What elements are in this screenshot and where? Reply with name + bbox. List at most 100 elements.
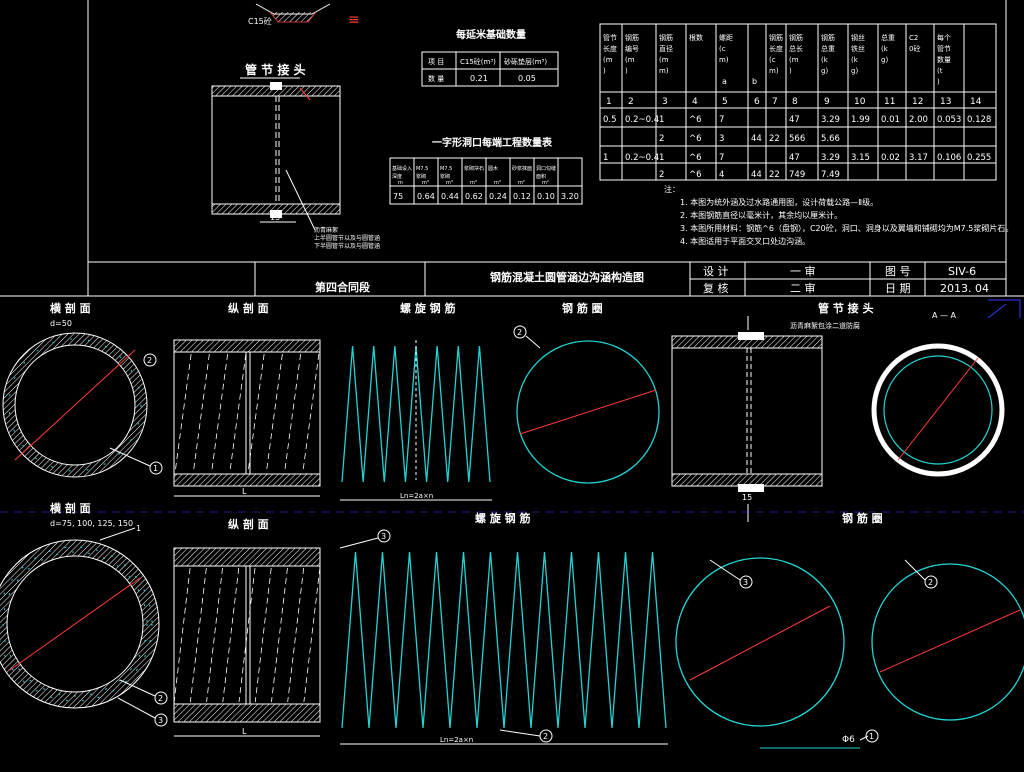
- mouth-header-tail-6: 面积: [536, 173, 546, 180]
- base-h1: C15砼(m³): [460, 57, 496, 66]
- rebar-cell-0-0: 0.5: [603, 115, 617, 125]
- rebar-cell-1-5: 44: [751, 134, 762, 144]
- dim-L-1: L: [242, 487, 247, 496]
- c15-foundation-fragment: C15砼 ≡: [248, 3, 360, 28]
- note-line-1: 1. 本图为统外涵及过水路通用图，设计荷载公路—Ⅱ级。: [680, 197, 878, 207]
- rebar-colnum-11: 12: [912, 97, 923, 107]
- mouth-header-1: M7.5: [416, 166, 428, 172]
- red-mark: ≡: [348, 12, 360, 28]
- section-a-a: A — A: [871, 311, 1005, 477]
- rebar-header-12-line-1: 管节: [937, 44, 951, 53]
- rebar-header-0-line-0: 管节: [603, 33, 617, 42]
- drawing-date: 2013. 04: [940, 282, 989, 295]
- rebar-cell-3-8: 7.49: [821, 170, 840, 180]
- rebar-header-3-line-0: 根数: [689, 33, 703, 42]
- rebar-cell-2-2: 1: [659, 153, 664, 163]
- rebar-cell-0-7: 47: [789, 115, 800, 125]
- rebar-colnum-5: 6: [754, 97, 760, 107]
- rebar-cell-3-2: 2: [659, 170, 664, 180]
- mouth-unit-0: m: [398, 180, 403, 186]
- callout-3a: 3: [158, 716, 163, 725]
- joint-note-1: 沥青麻絮: [314, 226, 338, 234]
- drawing-no-label: 图 号: [885, 265, 911, 278]
- sign-first: 一 审: [790, 264, 816, 278]
- joint-note-3: 下半圆管节以及与圆管涵: [314, 242, 380, 250]
- cross1-title: 横 剖 面: [50, 301, 91, 315]
- rebar-cell-2-7: 47: [789, 153, 800, 163]
- callout-2d: 2: [543, 732, 548, 741]
- cross2-sub: d=75, 100, 125, 150: [50, 519, 133, 528]
- spiral-rebar-2: 螺 旋 钢 筋 3 Ln=2a×n 2: [339, 511, 668, 745]
- rebar-cell-0-11: 2.00: [909, 115, 928, 125]
- rebar-sub-b: b: [752, 77, 757, 86]
- rebar-header-12-line-3: (t: [937, 67, 943, 75]
- mouth-header-5: 砂浆抹面: [512, 165, 532, 172]
- note-line-4: 4. 本图适用于平面交叉口处边沟涵。: [680, 236, 810, 246]
- rebar-cell-2-11: 3.17: [909, 153, 928, 163]
- rebar-cell-3-3: ^6: [689, 170, 702, 180]
- rebar-cell-3-4: 4: [719, 170, 724, 180]
- mouth-cell-3: 0.62: [465, 192, 483, 201]
- rebar-header-1-line-1: 编号: [625, 44, 639, 53]
- rebar-colnum-4: 5: [722, 97, 728, 107]
- rebar-header-4-line-0: 螺距: [719, 33, 733, 42]
- rebar-header-6-line-0: 钢筋: [769, 33, 783, 42]
- rebar-colnum-2: 3: [662, 97, 668, 107]
- longitudinal-section-1: 纵 剖 面 2 L: [143, 301, 321, 497]
- dim-Ln-1: Ln=2a×n: [400, 492, 433, 500]
- rebar-ring-1: 钢 筋 圈 2: [513, 301, 660, 484]
- rebar-colnum-10: 11: [884, 97, 895, 107]
- rebar-cell-0-1: 0.2~0.4: [625, 115, 659, 125]
- rebar-header-11-line-0: C2: [909, 34, 918, 42]
- rebar-header-1-line-0: 钢筋: [625, 33, 639, 42]
- rebar-header-4-line-1: (c: [719, 45, 726, 53]
- base-r0: 数 量: [428, 74, 444, 83]
- rebar-colnum-0: 1: [606, 97, 612, 107]
- rebar-header-7-line-3: ): [789, 67, 792, 75]
- ring2-title: 钢 筋 圈: [842, 511, 883, 525]
- rebar-cell-1-7: 566: [789, 134, 805, 144]
- dim-Ln-2: Ln=2a×n: [440, 736, 473, 744]
- mouth-cell-4: 0.24: [489, 192, 507, 201]
- pipe-joint-lower: 管 节 接 头 沥青麻絮包涂二道防腐 15: [671, 301, 874, 522]
- rebar-header-12-line-2: 数量: [937, 55, 951, 64]
- rebar-header-6-line-2: (c: [769, 56, 776, 64]
- rebar-cell-1-6: 22: [769, 134, 780, 144]
- rebar-header-2-line-2: (m: [659, 56, 669, 64]
- rebar-header-0-line-3: ): [603, 67, 606, 75]
- rebar-header-9-line-3: g): [851, 67, 858, 75]
- rebar-header-2-line-1: 直径: [659, 44, 673, 53]
- rebar-header-9-line-2: (k: [851, 56, 859, 64]
- rebar-cell-0-3: ^6: [689, 115, 702, 125]
- callout-1a: 1: [153, 464, 158, 473]
- mouth-cell-1: 0.64: [417, 192, 435, 201]
- spiral-rebar-1: 螺 旋 钢 筋 Ln=2a×n: [340, 301, 492, 501]
- rebar-header-7-line-0: 钢筋: [789, 33, 803, 42]
- joint-dim-15: 15: [270, 213, 280, 222]
- mouth-works-table: 一字形洞口每端工程数量表 基础设入深度M7.5浆砌M7.5浆砌浆砌块石圆木砂浆抹…: [389, 136, 583, 205]
- sign-review: 复 核: [703, 281, 729, 295]
- rebar-header-7-line-2: (m: [789, 56, 799, 64]
- note-line-2: 2. 本图钢筋直径以毫米计，其余均以厘米计。: [680, 210, 842, 220]
- callout-2b: 2: [517, 328, 522, 337]
- mouth-header-4: 圆木: [488, 165, 498, 172]
- drawing-title: 钢筋混凝土圆管涵边沟涵构造图: [490, 270, 644, 284]
- mouth-cell-6: 0.10: [537, 192, 555, 201]
- base-h0: 项 目: [428, 58, 444, 66]
- rebar-cell-3-7: 749: [789, 170, 805, 180]
- mouth-unit-5: m²: [518, 180, 525, 186]
- rebar-header-12-line-4: ): [937, 78, 940, 86]
- rebar-cell-0-2: 1: [659, 115, 664, 125]
- rebar-header-9-line-0: 钢丝: [851, 33, 865, 42]
- title-block: 第四合同段 钢筋混凝土圆管涵边沟涵构造图 设 计 复 核 一 审 二 审 图 号…: [254, 262, 1006, 296]
- rebar-colnum-12: 13: [940, 97, 951, 107]
- lower-row-1: 横 剖 面 d=50 1 纵 剖 面 2 L 螺 旋 钢: [2, 301, 1005, 522]
- base-r1: 0.21: [470, 74, 488, 83]
- rebar-cell-2-12: 0.106: [937, 153, 961, 163]
- callout-1b: 1: [136, 524, 141, 533]
- callout-2a: 2: [147, 356, 152, 365]
- rebar-colnum-9: 10: [854, 97, 866, 107]
- pipe-joint-upper: 管 节 接 头 15 沥青麻絮 上半圆管节以及与圆管涵 下半圆管节以及与圆管涵: [211, 62, 380, 250]
